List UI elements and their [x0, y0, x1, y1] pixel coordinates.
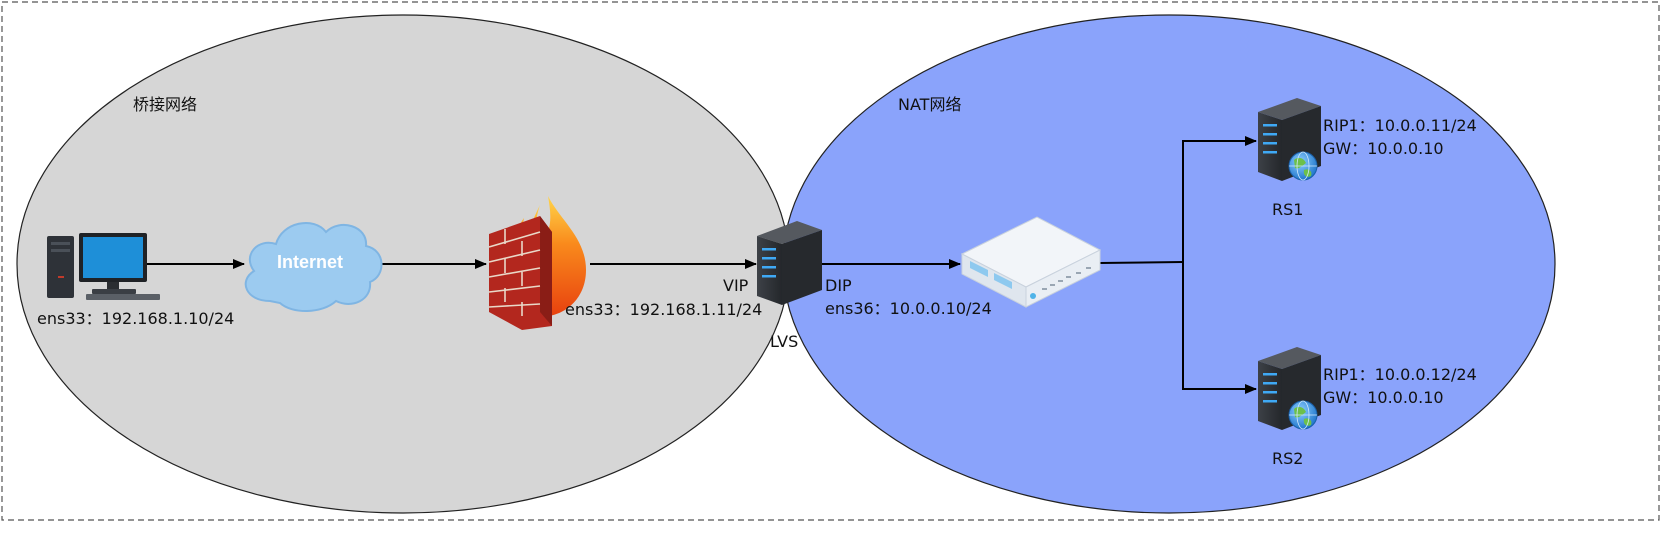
server-icon [757, 221, 822, 305]
rs2-gw-label: GW：10.0.0.10 [1323, 388, 1444, 407]
rs1-name-label: RS1 [1272, 200, 1303, 219]
lvs-vip-label: VIP [723, 276, 749, 295]
lvs-name-label: LVS [770, 332, 798, 351]
rs1-rip-label: RIP1：10.0.0.11/24 [1323, 116, 1477, 135]
rs2-rip-label: RIP1：10.0.0.12/24 [1323, 365, 1477, 384]
client-interface-label: ens33：192.168.1.10/24 [37, 309, 234, 328]
link-switch-bus [1099, 261, 1184, 264]
bridge-network-label: 桥接网络 [133, 95, 197, 114]
switch-icon [960, 216, 1102, 308]
rs1-gw-label: GW：10.0.0.10 [1323, 139, 1444, 158]
web-server-icon [1258, 98, 1321, 181]
rs2-name-label: RS2 [1272, 449, 1303, 468]
nat-network-label: NAT网络 [898, 95, 961, 114]
web-server-icon [1258, 347, 1321, 430]
lvs-dip-interface-label: ens36：10.0.0.10/24 [825, 299, 992, 318]
cloud-icon [244, 222, 383, 312]
internet-label: Internet [277, 252, 343, 272]
firewall-interface-label: ens33：192.168.1.11/24 [565, 300, 762, 319]
diagram-frame [1, 1, 1660, 521]
desktop-computer-icon [47, 233, 160, 300]
firewall-icon [488, 196, 586, 330]
lvs-dip-label: DIP [825, 276, 852, 295]
